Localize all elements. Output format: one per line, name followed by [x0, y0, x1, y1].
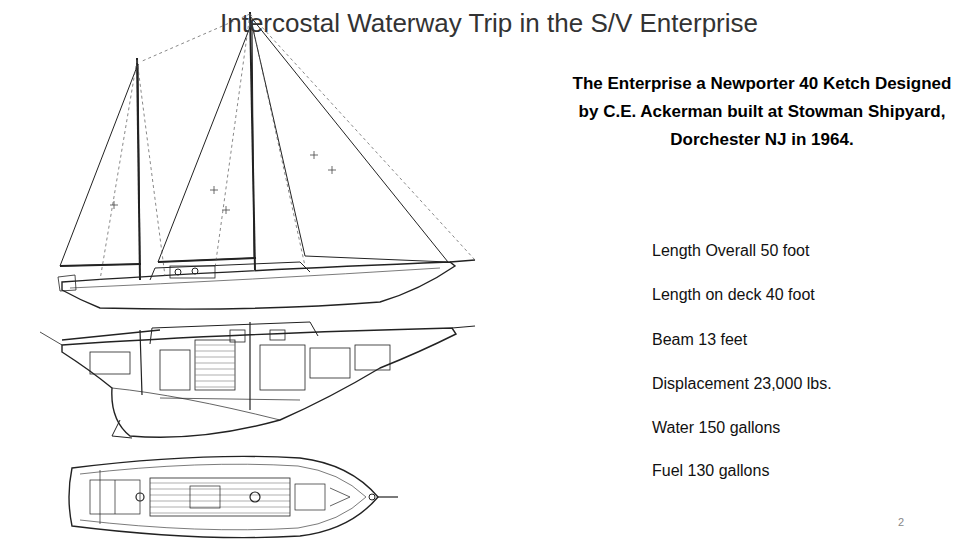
deck-plan: [69, 456, 398, 537]
spec-line: Water 150 gallons: [652, 419, 780, 437]
sail-plan: [58, 12, 475, 309]
spec-line: Displacement 23,000 lbs.: [652, 375, 832, 393]
slide-title: Intercostal Waterway Trip in the S/V Ent…: [220, 8, 758, 39]
spec-line: Beam 13 feet: [652, 331, 747, 349]
spec-line: Fuel 130 gallons: [652, 462, 769, 480]
hull-profile: [40, 322, 475, 438]
boat-description: The Enterprise a Newporter 40 Ketch Desi…: [562, 70, 962, 154]
spec-line: Length Overall 50 foot: [652, 242, 809, 260]
spec-line: Length on deck 40 foot: [652, 286, 815, 304]
page-number: 2: [898, 516, 904, 528]
